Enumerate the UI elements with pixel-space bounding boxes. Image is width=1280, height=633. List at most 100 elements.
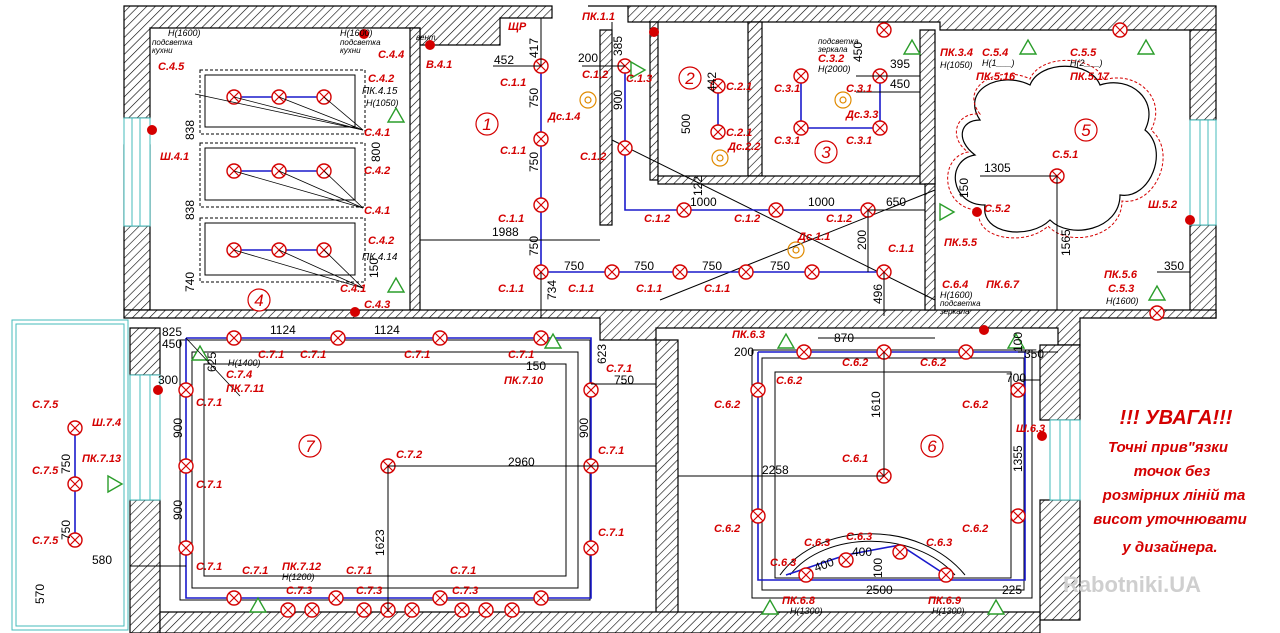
room-numbers: 1 2 3 4 5 6 7	[247, 66, 1098, 458]
label-c71m: С.7.1	[450, 565, 476, 577]
dim-838a: 838	[183, 120, 197, 140]
label-c62b: С.6.2	[842, 357, 868, 369]
label-r3-note1: подсветка	[818, 37, 859, 46]
room-number-6: 6	[927, 437, 937, 456]
label-c71a: С.7.1	[258, 349, 284, 361]
label-c32: С.3.2	[818, 53, 844, 65]
label-c71c: С.7.1	[404, 349, 430, 361]
label-c75b: С.7.5	[32, 465, 59, 477]
label-pk11: ПК.1.1	[582, 11, 615, 23]
label-h1050: H(1050)	[366, 98, 399, 108]
dimension-lines	[130, 18, 1190, 612]
label-h1400: H(1400)	[228, 358, 261, 368]
label-pk712: ПК.7.12	[282, 561, 321, 573]
dim-900: 900	[611, 90, 625, 110]
label-c71d: С.7.1	[508, 349, 534, 361]
dim-400a: 400	[812, 555, 836, 575]
dim-350-r6: 350	[1024, 347, 1044, 361]
warning-line-3: розмірних ліній та	[1102, 487, 1246, 504]
watermark: Rabotniki.UA	[1063, 572, 1201, 597]
dim-1305: 1305	[984, 161, 1011, 175]
dim-1124a: 1124	[270, 323, 296, 337]
warning-note: !!! УВАГА!!! Точні прив"язки точок без р…	[1093, 407, 1247, 556]
label-h1300b: H(1300)	[932, 606, 965, 616]
dim-900b: 900	[577, 418, 591, 438]
label-c52: С.5.2	[984, 203, 1010, 215]
dim-300: 300	[158, 373, 178, 387]
dim-750b-r7: 750	[59, 454, 73, 474]
label-c71h: С.7.1	[196, 479, 222, 491]
walls	[11, 5, 1217, 633]
label-pk67: ПК.6.7	[986, 279, 1020, 291]
label-pk63: ПК.6.3	[732, 329, 765, 341]
label-c11c: С.1.1	[498, 213, 524, 225]
label-ds11: Дс.1.1	[797, 231, 830, 243]
label-c63b: С.6.3	[846, 531, 872, 543]
warning-line-5: у дизайнера.	[1121, 539, 1217, 556]
label-h1050-r5: H(1050)	[940, 60, 973, 70]
dim-750d: 750	[564, 259, 584, 273]
dim-385: 385	[611, 36, 625, 56]
label-r6-note1: подсветка	[940, 299, 981, 308]
dim-100a: 100	[1011, 332, 1025, 352]
label-c11a: С.1.1	[500, 77, 526, 89]
dim-150-r5: 150	[957, 178, 971, 198]
label-h1200: H(1200)	[282, 572, 315, 582]
label-h1300a: H(1300)	[790, 606, 823, 616]
room1-labels: ЩР ПК.1.1 452 417 200 385 С.1.1 С.1.2 С.…	[492, 11, 914, 304]
label-pk516: ПК.5.16	[976, 71, 1016, 83]
label-c71l: С.7.1	[346, 565, 372, 577]
label-c63d: С.6.3	[770, 557, 796, 569]
dim-442: 442	[705, 72, 719, 92]
label-c62g: С.6.2	[962, 523, 988, 535]
label-h2000: H(2000)	[818, 64, 851, 74]
dim-150-r7: 150	[526, 359, 546, 373]
dim-2258: 2258	[762, 463, 789, 477]
dim-825: 825	[162, 325, 182, 339]
label-c31d: С.3.1	[846, 135, 872, 147]
dim-750a: 750	[527, 88, 541, 108]
dim-2960: 2960	[508, 455, 535, 469]
label-vent: вент.	[416, 33, 438, 42]
label-c75a: С.7.5	[32, 399, 59, 411]
dim-500: 500	[679, 114, 693, 134]
dim-750f: 750	[702, 259, 722, 273]
label-h1600b: H(1600)	[340, 28, 373, 38]
label-c44: С.4.4	[378, 49, 404, 61]
label-c73a: С.7.3	[286, 585, 312, 597]
cloud-ceiling	[954, 65, 1157, 233]
dim-870: 870	[834, 331, 854, 345]
label-c31a: С.3.1	[774, 83, 800, 95]
label-b41: В.4.1	[426, 59, 452, 71]
dim-750c: 750	[527, 236, 541, 256]
label-pk34: ПК.3.4	[940, 47, 973, 59]
dim-1124b: 1124	[374, 323, 400, 337]
label-c62c: С.6.2	[920, 357, 946, 369]
room6-labels: С.6.4 H(1600) подсветка зеркала ПК.6.7 П…	[714, 279, 1045, 616]
dim-625: 625	[205, 352, 219, 372]
label-shch: ЩР	[508, 21, 527, 33]
dim-395: 395	[890, 57, 910, 71]
label-c71g: С.7.1	[598, 445, 624, 457]
dim-225: 225	[1002, 583, 1022, 597]
label-c62e: С.6.2	[962, 399, 988, 411]
label-pk56: ПК.5.6	[1104, 269, 1138, 281]
dim-800: 800	[369, 142, 383, 162]
label-c71j: С.7.1	[196, 561, 222, 573]
dim-452: 452	[494, 53, 514, 67]
label-c74: С.7.4	[226, 369, 252, 381]
label-c11f: С.1.1	[568, 283, 594, 295]
room-number-3: 3	[821, 143, 831, 162]
label-c62d: С.6.2	[714, 399, 740, 411]
dim-750c-r7: 750	[59, 520, 73, 540]
label-c51: С.5.1	[1052, 149, 1078, 161]
dim-200a: 200	[578, 51, 598, 65]
label-c11d: С.1.1	[888, 243, 914, 255]
label-c41c: С.4.1	[340, 283, 366, 295]
label-note4: кухни	[340, 46, 361, 55]
label-c62f: С.6.2	[714, 523, 740, 535]
label-w74: Ш.7.4	[92, 417, 121, 429]
dim-150: 150	[367, 258, 381, 278]
dim-2500: 2500	[866, 583, 893, 597]
